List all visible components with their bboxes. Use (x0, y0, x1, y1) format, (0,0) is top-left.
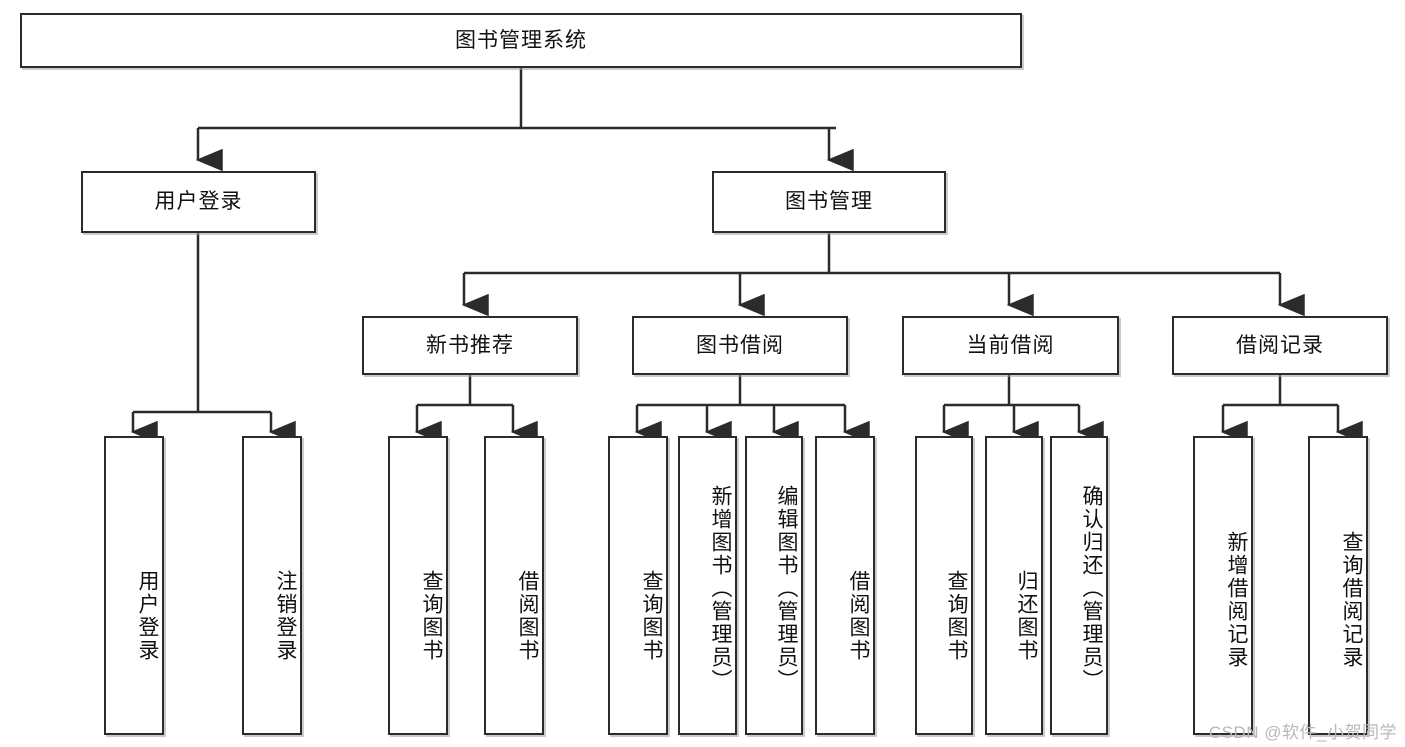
leaf-query-book-1[interactable]: 查询图书 (388, 436, 448, 735)
leaf-user-login[interactable]: 用户登录 (104, 436, 164, 735)
leaf-query-book-3[interactable]: 查询图书 (915, 436, 973, 735)
leaf-user-login-label: 用户登录 (136, 569, 159, 662)
node-book-borrow-label: 图书借阅 (696, 333, 784, 357)
leaf-borrow-book-2-label: 借阅图书 (847, 569, 870, 662)
leaf-return-book-label: 归还图书 (1015, 569, 1038, 662)
node-current-borrow-label: 当前借阅 (966, 333, 1055, 357)
leaf-logout-login[interactable]: 注销登录 (242, 436, 302, 735)
leaf-logout-login-label: 注销登录 (274, 569, 297, 662)
leaf-query-record[interactable]: 查询借阅记录 (1308, 436, 1368, 735)
node-user-login-label: 用户登录 (154, 190, 243, 214)
leaf-add-book-label: 新增图书（管理员） (709, 485, 732, 692)
leaf-borrow-book-1[interactable]: 借阅图书 (484, 436, 544, 735)
csdn-watermark: CSDN @软件_小贺同学 (1208, 723, 1397, 742)
leaf-borrow-book-2[interactable]: 借阅图书 (815, 436, 875, 735)
leaf-query-book-3-label: 查询图书 (945, 569, 968, 662)
node-book-borrow[interactable]: 图书借阅 (632, 316, 848, 375)
leaf-query-book-2-label: 查询图书 (640, 569, 663, 662)
node-new-book-rec-label: 新书推荐 (426, 333, 514, 357)
leaf-query-book-2[interactable]: 查询图书 (608, 436, 668, 735)
leaf-query-record-label: 查询借阅记录 (1340, 530, 1363, 669)
leaf-add-book[interactable]: 新增图书（管理员） (678, 436, 737, 735)
leaf-query-book-1-label: 查询图书 (420, 569, 443, 662)
node-current-borrow[interactable]: 当前借阅 (902, 316, 1119, 375)
leaf-confirm-return-label: 确认归还（管理员） (1080, 485, 1103, 692)
node-borrow-record-label: 借阅记录 (1236, 333, 1324, 357)
node-user-login[interactable]: 用户登录 (81, 171, 316, 233)
node-new-book-rec[interactable]: 新书推荐 (362, 316, 578, 375)
leaf-edit-book[interactable]: 编辑图书（管理员） (745, 436, 803, 735)
node-borrow-record[interactable]: 借阅记录 (1172, 316, 1388, 375)
node-book-manage[interactable]: 图书管理 (712, 171, 946, 233)
leaf-add-record-label: 新增借阅记录 (1225, 530, 1248, 669)
leaf-confirm-return[interactable]: 确认归还（管理员） (1050, 436, 1108, 735)
node-root[interactable]: 图书管理系统 (20, 13, 1022, 68)
node-root-label: 图书管理系统 (455, 28, 587, 52)
node-book-manage-label: 图书管理 (785, 190, 873, 214)
leaf-return-book[interactable]: 归还图书 (985, 436, 1043, 735)
leaf-edit-book-label: 编辑图书（管理员） (775, 485, 798, 692)
leaf-add-record[interactable]: 新增借阅记录 (1193, 436, 1253, 735)
leaf-borrow-book-1-label: 借阅图书 (516, 569, 539, 662)
